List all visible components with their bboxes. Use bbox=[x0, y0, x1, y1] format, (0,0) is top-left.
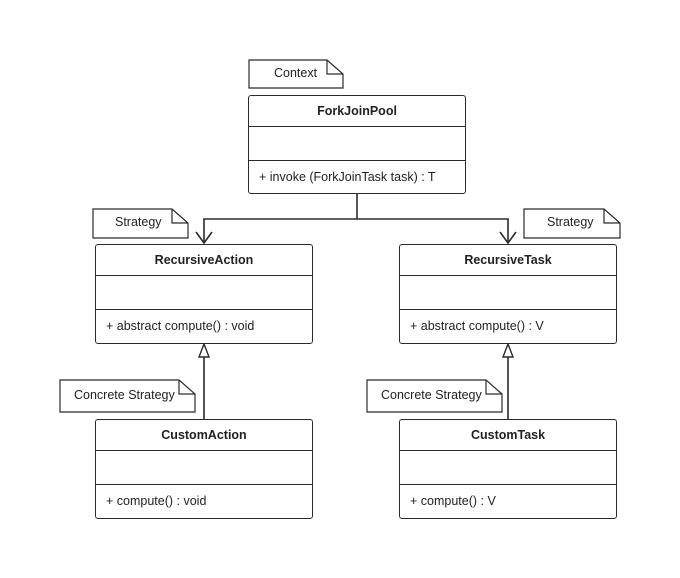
class-attributes bbox=[400, 276, 616, 310]
class-customtask: CustomTask + compute() : V bbox=[399, 419, 617, 519]
class-name: CustomAction bbox=[96, 420, 312, 451]
open-arrowhead-left bbox=[195, 231, 213, 245]
note-strategy-right-fold bbox=[603, 209, 620, 224]
note-strategy-left-fold bbox=[171, 209, 188, 224]
note-context-shape bbox=[248, 59, 344, 89]
association-line-right bbox=[357, 218, 509, 243]
class-recursivetask: RecursiveTask + abstract compute() : V bbox=[399, 244, 617, 344]
inheritance-triangle-left bbox=[197, 342, 211, 358]
class-operation: + compute() : void bbox=[106, 494, 207, 508]
class-recursiveaction: RecursiveAction + abstract compute() : v… bbox=[95, 244, 313, 344]
open-arrowhead-right bbox=[499, 231, 517, 245]
note-strategy-right-label: Strategy bbox=[547, 215, 594, 229]
note-concrete-right-shape bbox=[366, 379, 503, 413]
class-operation: + abstract compute() : void bbox=[106, 319, 255, 333]
note-context-label: Context bbox=[274, 66, 318, 80]
class-operation: + invoke (ForkJoinTask task) : T bbox=[259, 170, 436, 184]
class-name: RecursiveAction bbox=[96, 245, 312, 276]
note-concrete-right-fold bbox=[485, 380, 502, 395]
class-name: ForkJoinPool bbox=[249, 96, 465, 127]
class-forkjoinpool: ForkJoinPool + invoke (ForkJoinTask task… bbox=[248, 95, 466, 194]
association-line-left bbox=[203, 193, 358, 243]
class-name: CustomTask bbox=[400, 420, 616, 451]
note-concrete-left-shape bbox=[59, 379, 196, 413]
class-attributes bbox=[249, 127, 465, 161]
note-concrete-right-label: Concrete Strategy bbox=[381, 388, 482, 402]
class-name: RecursiveTask bbox=[400, 245, 616, 276]
note-concrete-left-fold bbox=[178, 380, 195, 395]
class-attributes bbox=[96, 276, 312, 310]
class-customaction: CustomAction + compute() : void bbox=[95, 419, 313, 519]
class-operation: + compute() : V bbox=[410, 494, 496, 508]
inheritance-triangle-right bbox=[501, 342, 515, 358]
note-concrete-left-label: Concrete Strategy bbox=[74, 388, 175, 402]
note-context-fold bbox=[326, 60, 343, 75]
class-operation: + abstract compute() : V bbox=[410, 319, 544, 333]
note-strategy-left-shape bbox=[92, 208, 189, 239]
note-strategy-left-label: Strategy bbox=[115, 215, 162, 229]
class-attributes bbox=[400, 451, 616, 485]
note-strategy-right-shape bbox=[523, 208, 621, 239]
class-attributes bbox=[96, 451, 312, 485]
